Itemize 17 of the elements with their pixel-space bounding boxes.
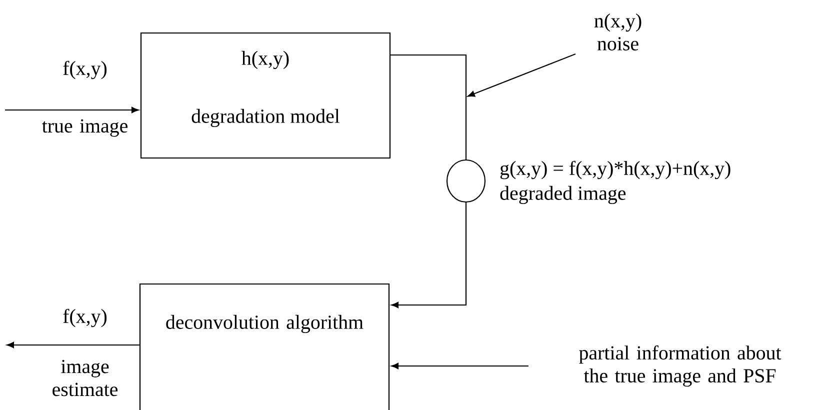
arrow	[391, 202, 467, 308]
arrow	[468, 54, 576, 97]
box-label: h(x,y)	[242, 50, 289, 70]
signal-label: f(x,y)	[63, 60, 107, 80]
signal-label: n(x,y) noise	[594, 14, 642, 50]
signal-label: g(x,y) = f(x,y)*h(x,y)+n(x,y)	[500, 160, 730, 180]
arrow	[6, 342, 140, 348]
summing-circle	[446, 159, 486, 203]
box-label: degradation model	[192, 108, 340, 128]
signal-label: image estimate	[52, 360, 118, 396]
signal-label: partial information about the true image and PSF	[579, 345, 782, 387]
signal-label: degraded image	[500, 186, 626, 204]
signal-label: true image	[42, 119, 128, 137]
box-label: deconvolution algorithm	[166, 314, 364, 334]
arrow	[391, 362, 528, 370]
arrow	[5, 106, 139, 114]
signal-label: f(x,y)	[63, 308, 107, 328]
